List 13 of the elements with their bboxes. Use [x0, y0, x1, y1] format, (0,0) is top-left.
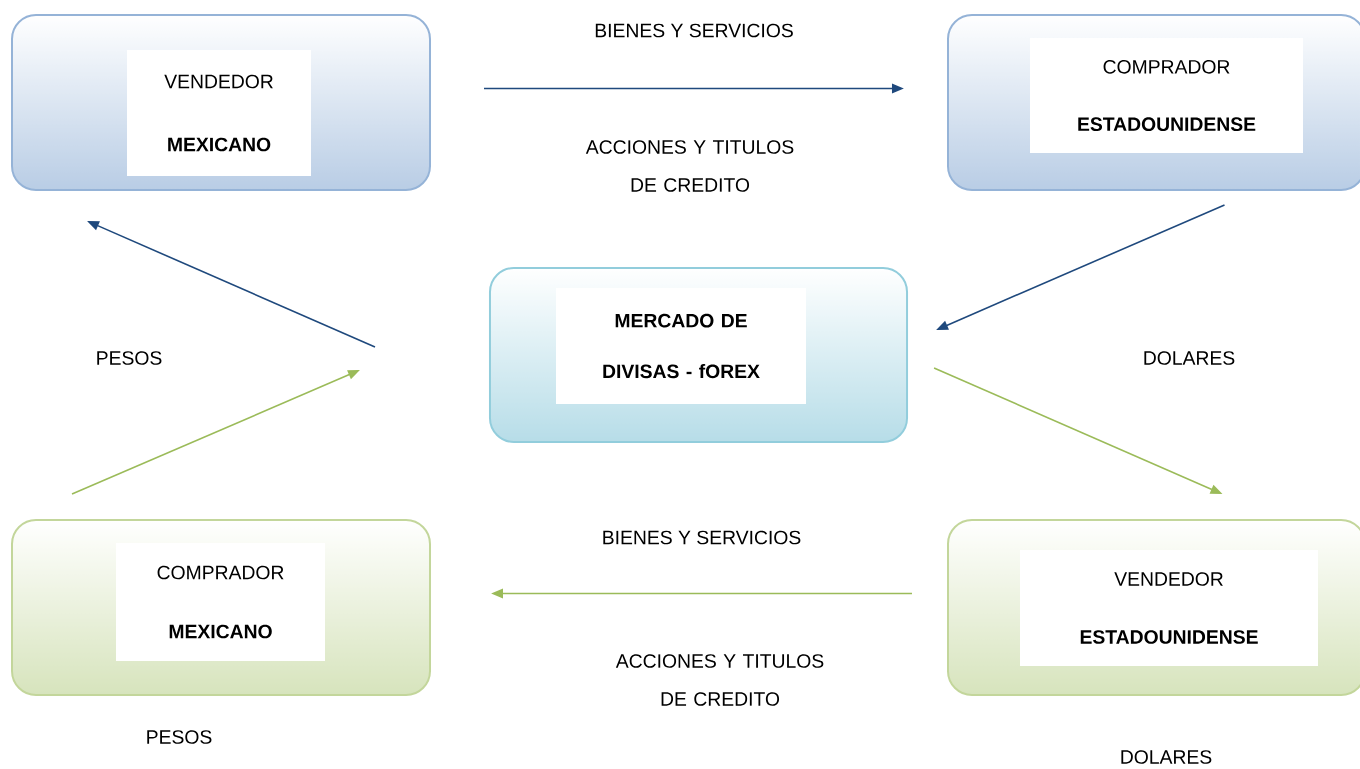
rounded-box: VENDEDOR ESTADOUNIDENSE [947, 519, 1360, 696]
text-label: PESOS [97, 351, 162, 365]
rounded-box: VENDEDOR MEXICANO [11, 14, 431, 191]
edge-label: BIENES Y SERVICIOS [591, 21, 797, 40]
text-label: ACCIONES Y TITULOS DE CREDITO [615, 654, 824, 706]
rounded-box: COMPRADOR ESTADOUNIDENSE [947, 14, 1360, 191]
text-label: PESOS [147, 730, 212, 744]
text-label: DOLARES [1121, 750, 1212, 764]
rounded-box: COMPRADOR MEXICANO [11, 519, 431, 696]
rounded-box: MERCADO DE DIVISAS - fOREX [488, 267, 909, 443]
text-label: ACCIONES Y TITULOS DE CREDITO [585, 140, 794, 192]
text-label: DOLARES [1144, 351, 1235, 365]
edge-label: BIENES Y SERVICIOS [599, 528, 804, 547]
